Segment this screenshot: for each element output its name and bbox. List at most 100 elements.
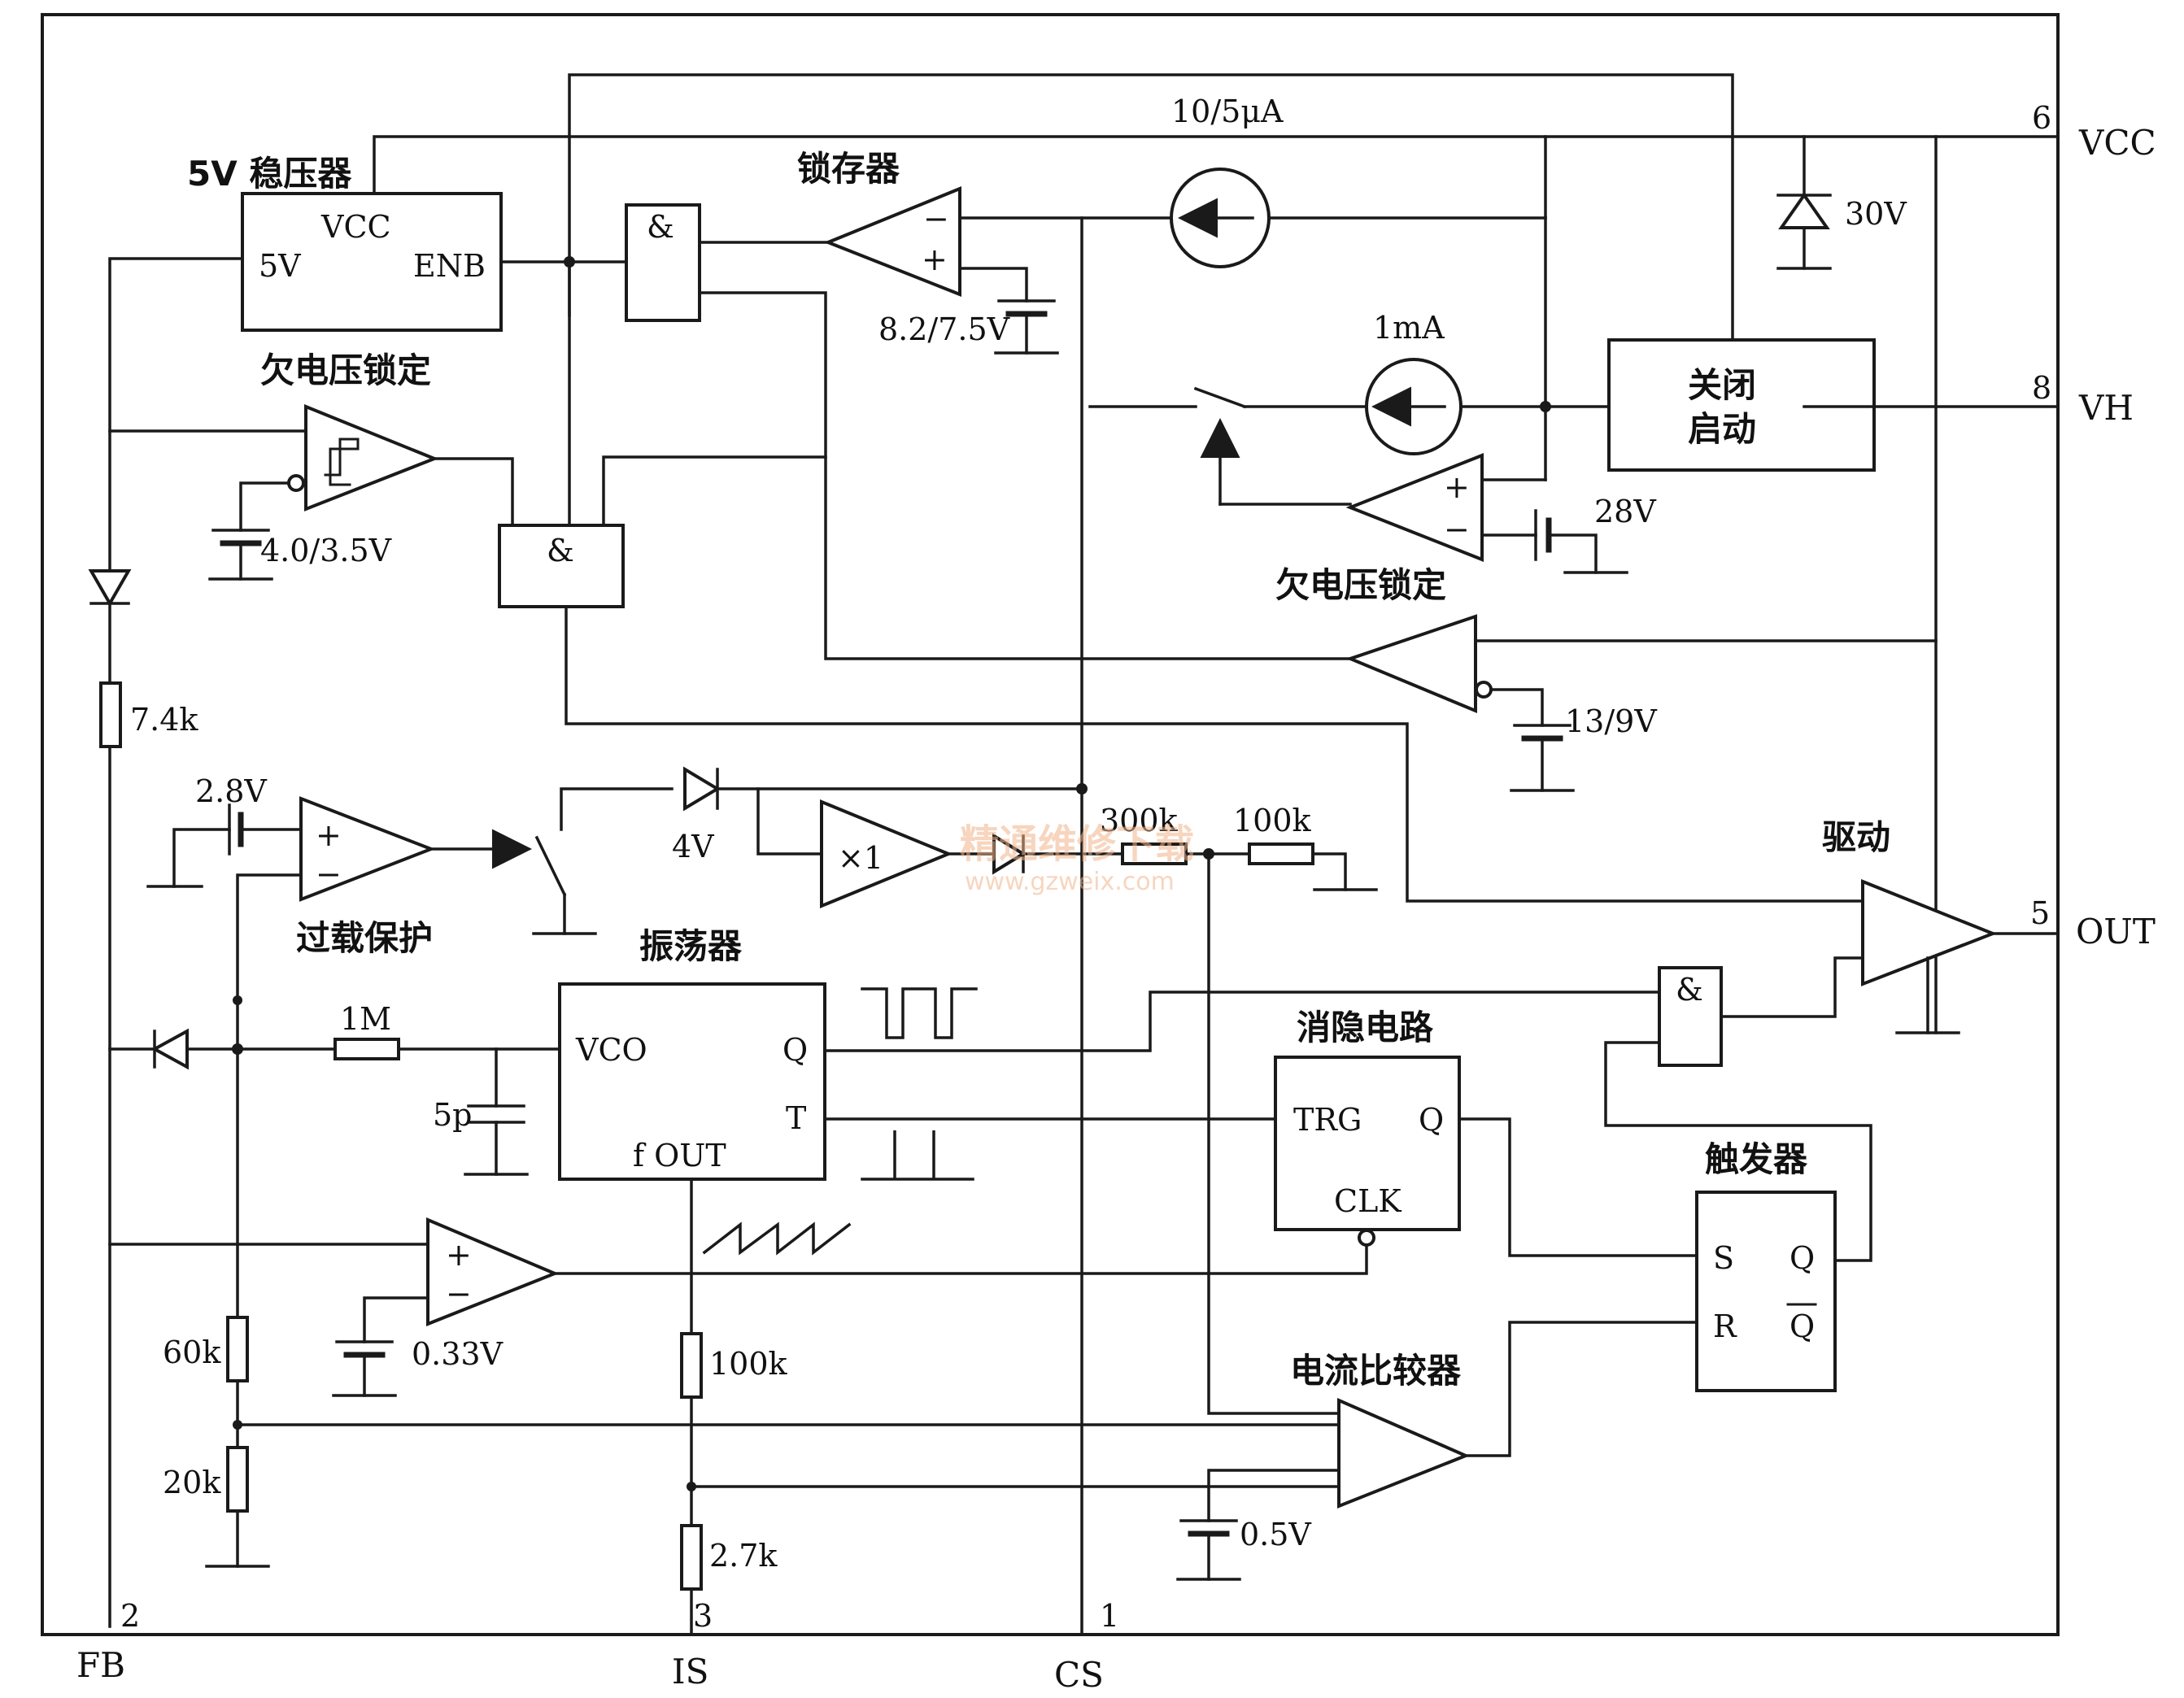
wire-28v-ref bbox=[172, 828, 231, 888]
uvlo-139-comparator bbox=[1345, 614, 1477, 713]
overload-plus: + bbox=[316, 817, 342, 853]
uvlo-right-comparator bbox=[1345, 453, 1484, 562]
pin-1-number: 1 bbox=[1100, 1598, 1119, 1634]
regulator-vcc-label: VCC bbox=[320, 209, 391, 245]
resistor-60k-label: 60k bbox=[163, 1334, 221, 1370]
switch-1ma[interactable] bbox=[1193, 386, 1247, 409]
latch-minus: − bbox=[923, 201, 949, 237]
blanking-clk-invert bbox=[1358, 1229, 1375, 1247]
cap-5p-label: 5p bbox=[433, 1097, 473, 1133]
comparator-033 bbox=[426, 1217, 560, 1326]
diode-fb-horizontal bbox=[150, 1028, 189, 1070]
shutdown-label-1: 关闭 bbox=[1688, 365, 1756, 405]
output-and-gate bbox=[1658, 966, 1723, 1067]
zener-30v-label: 30V bbox=[1845, 196, 1907, 232]
latch-plus: + bbox=[922, 242, 948, 277]
wire-blanking-q bbox=[1458, 1117, 1698, 1257]
uvlo-left-invert bbox=[287, 474, 305, 492]
current-comparator bbox=[1337, 1397, 1471, 1509]
waveform-sawtooth bbox=[702, 1221, 852, 1256]
wire-and-driver bbox=[1720, 956, 1864, 1018]
blanking-q-label: Q bbox=[1419, 1102, 1444, 1138]
wire-middle-and-out bbox=[565, 605, 1864, 903]
pin-5-number: 5 bbox=[2030, 895, 2050, 931]
pin-vcc-label: VCC bbox=[2078, 123, 2156, 163]
wire-trigger-r bbox=[1464, 1321, 1698, 1457]
junction-fb-top bbox=[233, 995, 242, 1005]
current-1ma-label: 1mA bbox=[1373, 310, 1445, 346]
resistor-60k bbox=[226, 1316, 249, 1382]
resistor-7-4k bbox=[99, 681, 122, 748]
diode-fb bbox=[88, 569, 132, 607]
pin-8-number: 8 bbox=[2032, 370, 2051, 406]
ref-4035-label: 4.0/3.5V bbox=[260, 533, 392, 568]
junction-4v bbox=[1076, 783, 1088, 795]
comparator-033-minus: − bbox=[446, 1276, 472, 1312]
resistor-100k-is bbox=[680, 1332, 703, 1399]
uvlo-right-minus: − bbox=[1444, 512, 1470, 547]
wire-139-ref bbox=[1489, 688, 1544, 727]
wire-and-down bbox=[698, 291, 1352, 660]
oscillator-box bbox=[558, 982, 826, 1181]
oscillator-title: 振荡器 bbox=[639, 926, 743, 966]
pin-6-number: 6 bbox=[2032, 100, 2051, 136]
wire-buffer-in bbox=[756, 787, 823, 856]
output-and-symbol: & bbox=[1676, 972, 1703, 1008]
latch-ref: 8.2/7.5V bbox=[878, 311, 1010, 347]
wire-q-to-and bbox=[823, 990, 1661, 1052]
pin-cs-label: CS bbox=[1054, 1655, 1104, 1695]
uvlo-right-title: 欠电压锁定 bbox=[1275, 565, 1446, 605]
ref-05-label: 0.5V bbox=[1240, 1517, 1311, 1552]
wire-uvlo-left-ref bbox=[239, 481, 290, 532]
wire-qbar-to-and bbox=[1604, 1041, 1872, 1262]
oscillator-t-label: T bbox=[786, 1100, 806, 1136]
watermark-text: 精通维修下载 bbox=[960, 821, 1194, 867]
pin-3-number: 3 bbox=[693, 1598, 713, 1634]
wire-overload-minus bbox=[236, 873, 303, 1051]
buffer-x1 bbox=[820, 799, 953, 908]
blanking-box bbox=[1274, 1056, 1461, 1231]
wire-latch-plus bbox=[958, 267, 1028, 303]
middle-and-gate bbox=[498, 524, 625, 608]
wire-middle-and-in2 bbox=[602, 455, 827, 527]
pin-fb-label: FB bbox=[76, 1645, 125, 1685]
waveform-pulse bbox=[861, 1130, 974, 1181]
wire-300k-to-cmp bbox=[1207, 852, 1340, 1415]
uvlo-left-title: 欠电压锁定 bbox=[260, 350, 431, 390]
regulator-box bbox=[241, 192, 503, 332]
driver-title: 驱动 bbox=[1822, 817, 1890, 857]
wire-033-out bbox=[553, 1243, 1368, 1275]
regulator-title: 5V 稳压器 bbox=[187, 154, 352, 194]
oscillator-fout-label: f OUT bbox=[633, 1138, 726, 1173]
blanking-title: 消隐电路 bbox=[1297, 1008, 1434, 1047]
chip-outline bbox=[41, 13, 2060, 1636]
switch-overload[interactable] bbox=[534, 835, 567, 897]
resistor-2-7k-label: 2.7k bbox=[709, 1538, 778, 1574]
shutdown-label-2: 启动 bbox=[1688, 409, 1756, 449]
zener-30v bbox=[1778, 192, 1830, 229]
trigger-qbar-label: Q bbox=[1789, 1308, 1815, 1344]
wire-5v-out bbox=[108, 257, 244, 1628]
resistor-7-4k-label: 7.4k bbox=[130, 702, 198, 738]
blanking-clk-label: CLK bbox=[1334, 1183, 1402, 1219]
regulator-enb-label: ENB bbox=[413, 248, 486, 284]
trigger-q-label: Q bbox=[1789, 1240, 1815, 1276]
pin-vh-label: VH bbox=[2078, 388, 2134, 428]
wire-100k-gnd bbox=[1311, 852, 1347, 891]
latch-comparator bbox=[823, 186, 961, 297]
resistor-100k-is-label: 100k bbox=[709, 1346, 788, 1382]
wire-top-bus bbox=[568, 73, 1734, 342]
oscillator-vco-label: VCO bbox=[575, 1032, 647, 1068]
ref-139-label: 13/9V bbox=[1565, 703, 1657, 739]
trigger-box bbox=[1695, 1191, 1837, 1392]
wire-05-ref bbox=[1207, 1469, 1340, 1522]
resistor-20k bbox=[226, 1446, 249, 1513]
latch-and-gate bbox=[625, 203, 701, 322]
trigger-title: 触发器 bbox=[1705, 1139, 1808, 1179]
middle-and-symbol: & bbox=[547, 533, 574, 568]
wire-vcc-bus bbox=[373, 135, 2060, 195]
resistor-300k-label: 300k bbox=[1100, 803, 1179, 838]
pin-out-label: OUT bbox=[2076, 912, 2156, 951]
pin-2-number: 2 bbox=[120, 1598, 140, 1634]
